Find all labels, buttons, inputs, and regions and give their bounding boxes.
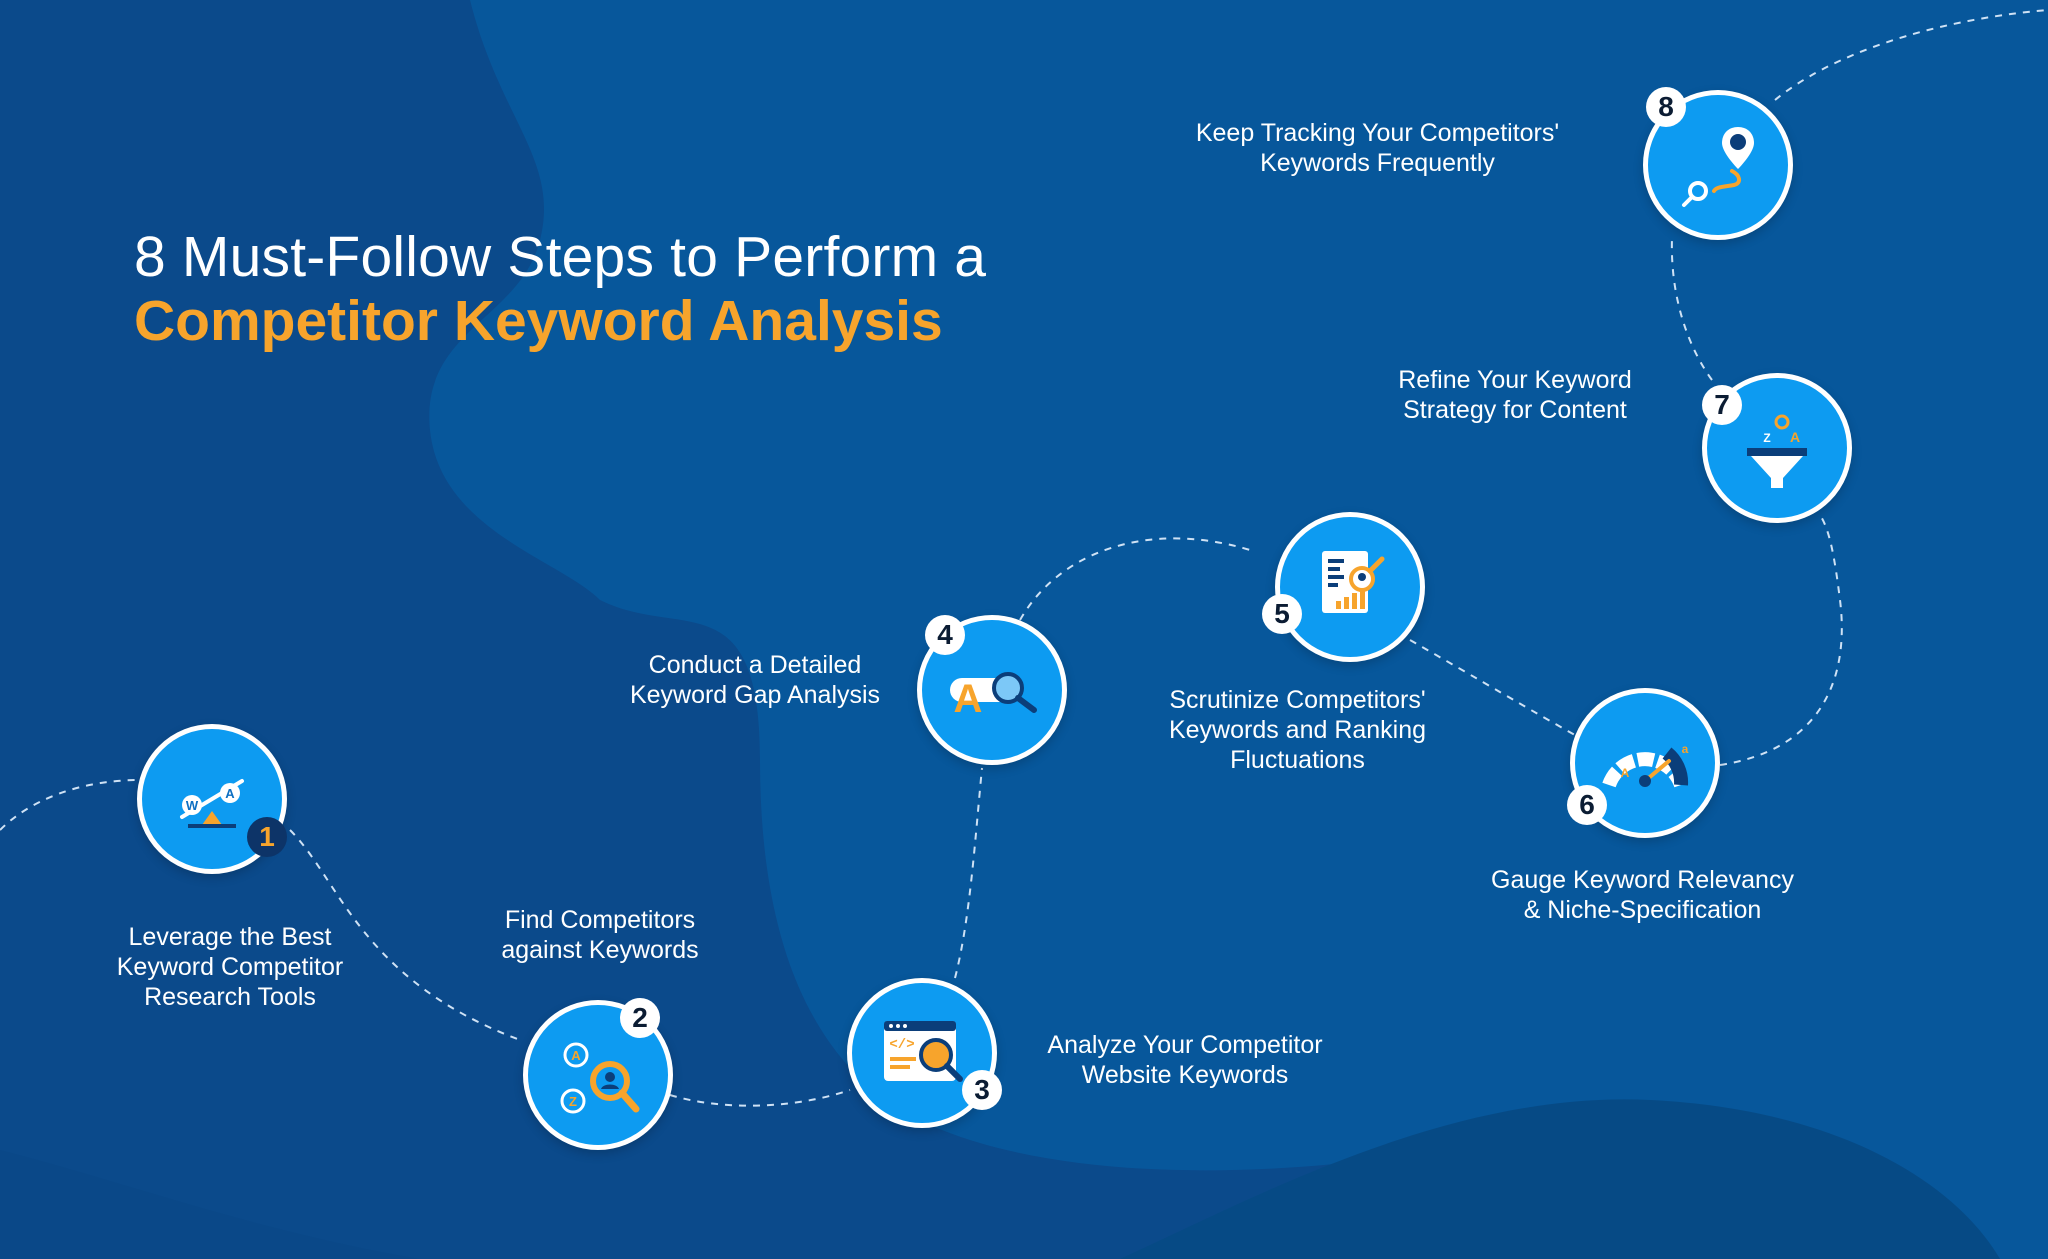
step-8-label: Keep Tracking Your Competitors' Keywords… [1195,119,1560,177]
step-6-number-badge: 6 [1567,785,1607,825]
step-5-circle [1275,512,1425,662]
step-6-label: Gauge Keyword Relevancy & Niche-Specific… [1491,866,1794,924]
step-7-label: Refine Your Keyword Strategy for Content [1398,366,1632,424]
step-1-circle: W A [137,724,287,874]
location-tracking-icon [1682,127,1754,207]
step-4-label: Conduct a Detailed Keyword Gap Analysis [629,651,881,709]
svg-text:A: A [1621,766,1630,780]
svg-text:A: A [571,1048,581,1063]
step-8-number-badge: 8 [1646,87,1686,127]
step-7-number-badge: 7 [1702,385,1742,425]
title-line-2: Competitor Keyword Analysis [134,288,943,353]
svg-text:A: A [954,677,983,721]
step-8-circle [1643,90,1793,240]
gauge-meter-icon: A a [1602,742,1689,788]
report-magnifier-icon [1322,551,1385,613]
svg-text:A: A [225,786,235,801]
page-title: 8 Must-Follow Steps to Perform a Competi… [134,225,987,354]
svg-text:Z: Z [569,1094,577,1109]
svg-text:</>: </> [889,1037,914,1053]
title-line-1: 8 Must-Follow Steps to Perform a [134,225,987,289]
svg-text:Z: Z [1763,431,1770,445]
a-to-z-search-icon: A Z [560,1042,640,1114]
step-1-label: Leverage the Best Keyword Competitor Res… [116,923,344,1011]
step-4-number-badge: 4 [925,615,965,655]
step-1-number-badge: 1 [247,817,287,857]
svg-text:A: A [1790,429,1800,445]
step-3-label: Analyze Your Competitor Website Keywords [1047,1031,1323,1089]
step-5-label: Scrutinize Competitors' Keywords and Ran… [1168,686,1427,774]
balance-scale-icon: W A [180,779,244,828]
website-code-search-icon: </> [884,1021,963,1082]
step-3-number-badge: 3 [962,1070,1002,1110]
svg-text:a: a [1682,742,1689,756]
step-5-number-badge: 5 [1262,594,1302,634]
step-2-number-badge: 2 [620,998,660,1038]
svg-text:W: W [186,798,199,813]
step-2-label: Find Competitors against Keywords [501,906,699,964]
keyword-gap-search-icon: A [950,672,1037,721]
filter-funnel-icon: Z A [1747,414,1807,488]
